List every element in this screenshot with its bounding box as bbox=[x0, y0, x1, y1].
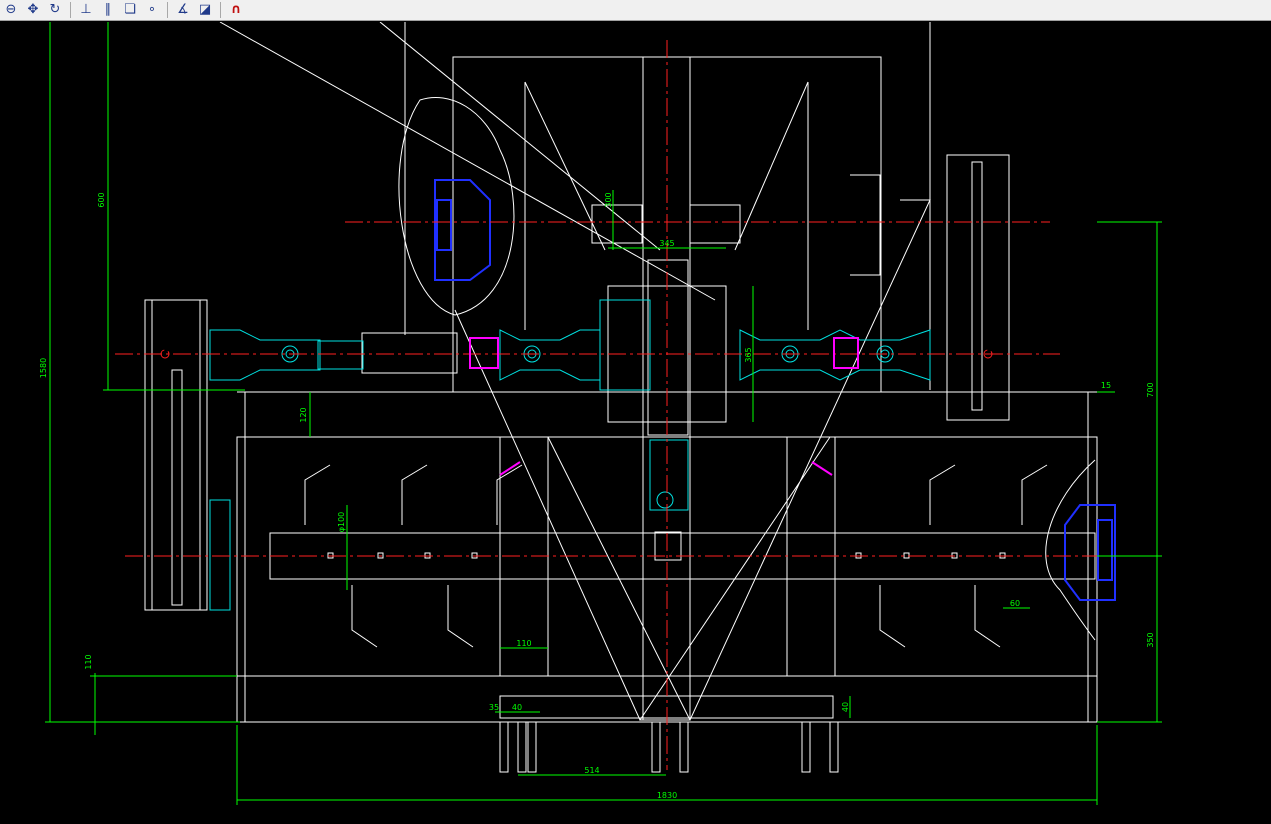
lower-bearing bbox=[656, 491, 674, 509]
accent-line bbox=[499, 461, 521, 476]
pan-icon[interactable]: ✥ bbox=[27, 2, 39, 17]
dim-total-width: 1830 bbox=[657, 791, 677, 800]
point-icon[interactable]: ∘ bbox=[147, 2, 157, 17]
ucs-icon[interactable]: ⊥ bbox=[80, 2, 92, 17]
dim-tine-pitch: φ100 bbox=[337, 512, 346, 533]
drawing-line bbox=[524, 81, 606, 251]
angle-icon[interactable]: ∡ bbox=[177, 2, 189, 17]
rotor-tine bbox=[974, 585, 1001, 648]
mid-yoke bbox=[499, 329, 601, 381]
right-wheel bbox=[946, 154, 1010, 421]
drive-shaft-tube bbox=[361, 332, 458, 374]
dim-upper-height: 600 bbox=[97, 192, 106, 207]
coupling bbox=[833, 337, 859, 369]
bracket bbox=[850, 174, 881, 276]
dim-small-a: 35 bbox=[489, 703, 499, 712]
dim-frame-offset: 120 bbox=[299, 407, 308, 422]
right-bearing-housing bbox=[1064, 504, 1116, 601]
right-cover bbox=[1045, 459, 1096, 641]
drawing-line bbox=[1097, 519, 1113, 581]
dim-beam-width: 110 bbox=[516, 639, 531, 648]
left-wheel bbox=[144, 299, 208, 611]
gearbox-section bbox=[599, 299, 651, 391]
rotor-tine bbox=[929, 464, 956, 525]
bolt-rod bbox=[679, 721, 689, 773]
left-yoke bbox=[209, 329, 321, 381]
layers-icon[interactable]: ❏ bbox=[124, 2, 136, 17]
left-hub bbox=[209, 499, 231, 611]
coupling bbox=[469, 337, 499, 369]
dim-bottom-span: 514 bbox=[584, 766, 599, 775]
toolbar-separator bbox=[220, 2, 221, 18]
dim-total-height: 1580 bbox=[39, 358, 48, 378]
cad-drawing-canvas[interactable]: 1830 1580 600 700 350 300 345 365 120 φ100 110 514 1… bbox=[0, 22, 1271, 824]
accent-line bbox=[811, 461, 833, 476]
drawing-line bbox=[689, 204, 741, 244]
bolt-rod bbox=[651, 721, 661, 773]
shaft-bolt bbox=[377, 552, 384, 559]
rotate-icon[interactable]: ↻ bbox=[49, 2, 61, 17]
dim-bottom-plate: 40 bbox=[841, 702, 850, 712]
wheel-center bbox=[160, 349, 170, 359]
dim-right-lower: 350 bbox=[1146, 632, 1155, 647]
rotor-tine bbox=[351, 585, 378, 648]
toolbar-separator bbox=[167, 2, 168, 18]
dim-gearbox-width: 345 bbox=[659, 239, 674, 248]
dim-gearbox-top: 300 bbox=[604, 192, 613, 207]
magnet-icon[interactable]: ∩ bbox=[230, 2, 242, 17]
rotor-tine bbox=[496, 464, 523, 525]
drawing-line bbox=[647, 259, 689, 436]
dim-gearbox-height: 365 bbox=[744, 347, 753, 362]
dim-right-edge: 15 bbox=[1101, 381, 1111, 390]
rotor-tine bbox=[879, 585, 906, 648]
v-frame-right bbox=[639, 199, 931, 721]
drawing-line bbox=[436, 199, 452, 251]
drawing-line bbox=[591, 204, 643, 244]
v-frame-left bbox=[454, 309, 691, 721]
wheel-center bbox=[983, 349, 993, 359]
dim-left-offset: 110 bbox=[84, 654, 93, 669]
zoom-icon[interactable]: ⊖ bbox=[5, 2, 17, 17]
bolt-rod bbox=[801, 721, 811, 773]
lower-gear bbox=[649, 439, 689, 511]
rotor-tine bbox=[447, 585, 474, 648]
left-bearing-housing bbox=[434, 179, 491, 281]
toolbar-separator bbox=[70, 2, 71, 18]
bolt-rod bbox=[517, 721, 527, 773]
dim-small-b: 40 bbox=[512, 703, 522, 712]
match-icon[interactable]: ◪ bbox=[198, 2, 212, 17]
left-cover bbox=[398, 96, 515, 316]
drawing-line bbox=[654, 531, 682, 561]
rotor-tine bbox=[401, 464, 428, 525]
shaft-sleeve bbox=[317, 340, 364, 370]
rotor-tine bbox=[304, 464, 331, 525]
dim-right-small: 60 bbox=[1010, 599, 1020, 608]
cad-toolbar: ⊖ ✥ ↻ ⊥ ∥ ❏ ∘ ∡ ◪ ∩ bbox=[0, 0, 1271, 21]
bolt-rod bbox=[829, 721, 839, 773]
dim-right-upper: 700 bbox=[1146, 382, 1155, 397]
drawing-line bbox=[171, 369, 183, 606]
drawing-line bbox=[734, 81, 809, 251]
right-yoke bbox=[739, 329, 931, 381]
parallel-icon[interactable]: ∥ bbox=[104, 2, 112, 17]
rotor-tine bbox=[1021, 464, 1048, 525]
drawing-line bbox=[971, 161, 983, 411]
bolt-rod bbox=[527, 721, 537, 773]
leader-line bbox=[219, 22, 716, 301]
bolt-rod bbox=[499, 721, 509, 773]
